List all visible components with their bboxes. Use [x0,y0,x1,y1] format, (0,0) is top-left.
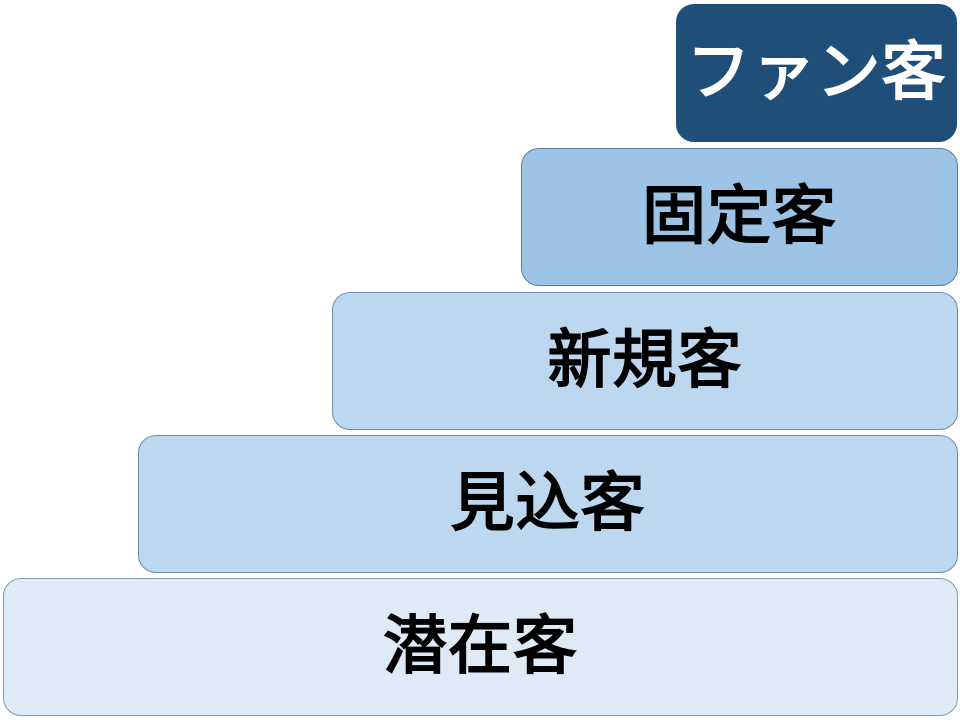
step-new-customer-label: 新規客 [547,324,743,398]
step-fan-customer-label: ファン客 [686,36,947,110]
step-fan-customer: ファン客 [676,4,957,142]
step-prospect-customer: 見込客 [138,435,958,573]
step-potential-customer-label: 潜在客 [383,610,578,684]
step-fixed-customer-label: 固定客 [642,180,837,254]
step-fixed-customer: 固定客 [521,148,958,286]
step-new-customer: 新規客 [332,292,958,430]
step-prospect-customer-label: 見込客 [450,467,646,541]
step-potential-customer: 潜在客 [3,578,958,716]
